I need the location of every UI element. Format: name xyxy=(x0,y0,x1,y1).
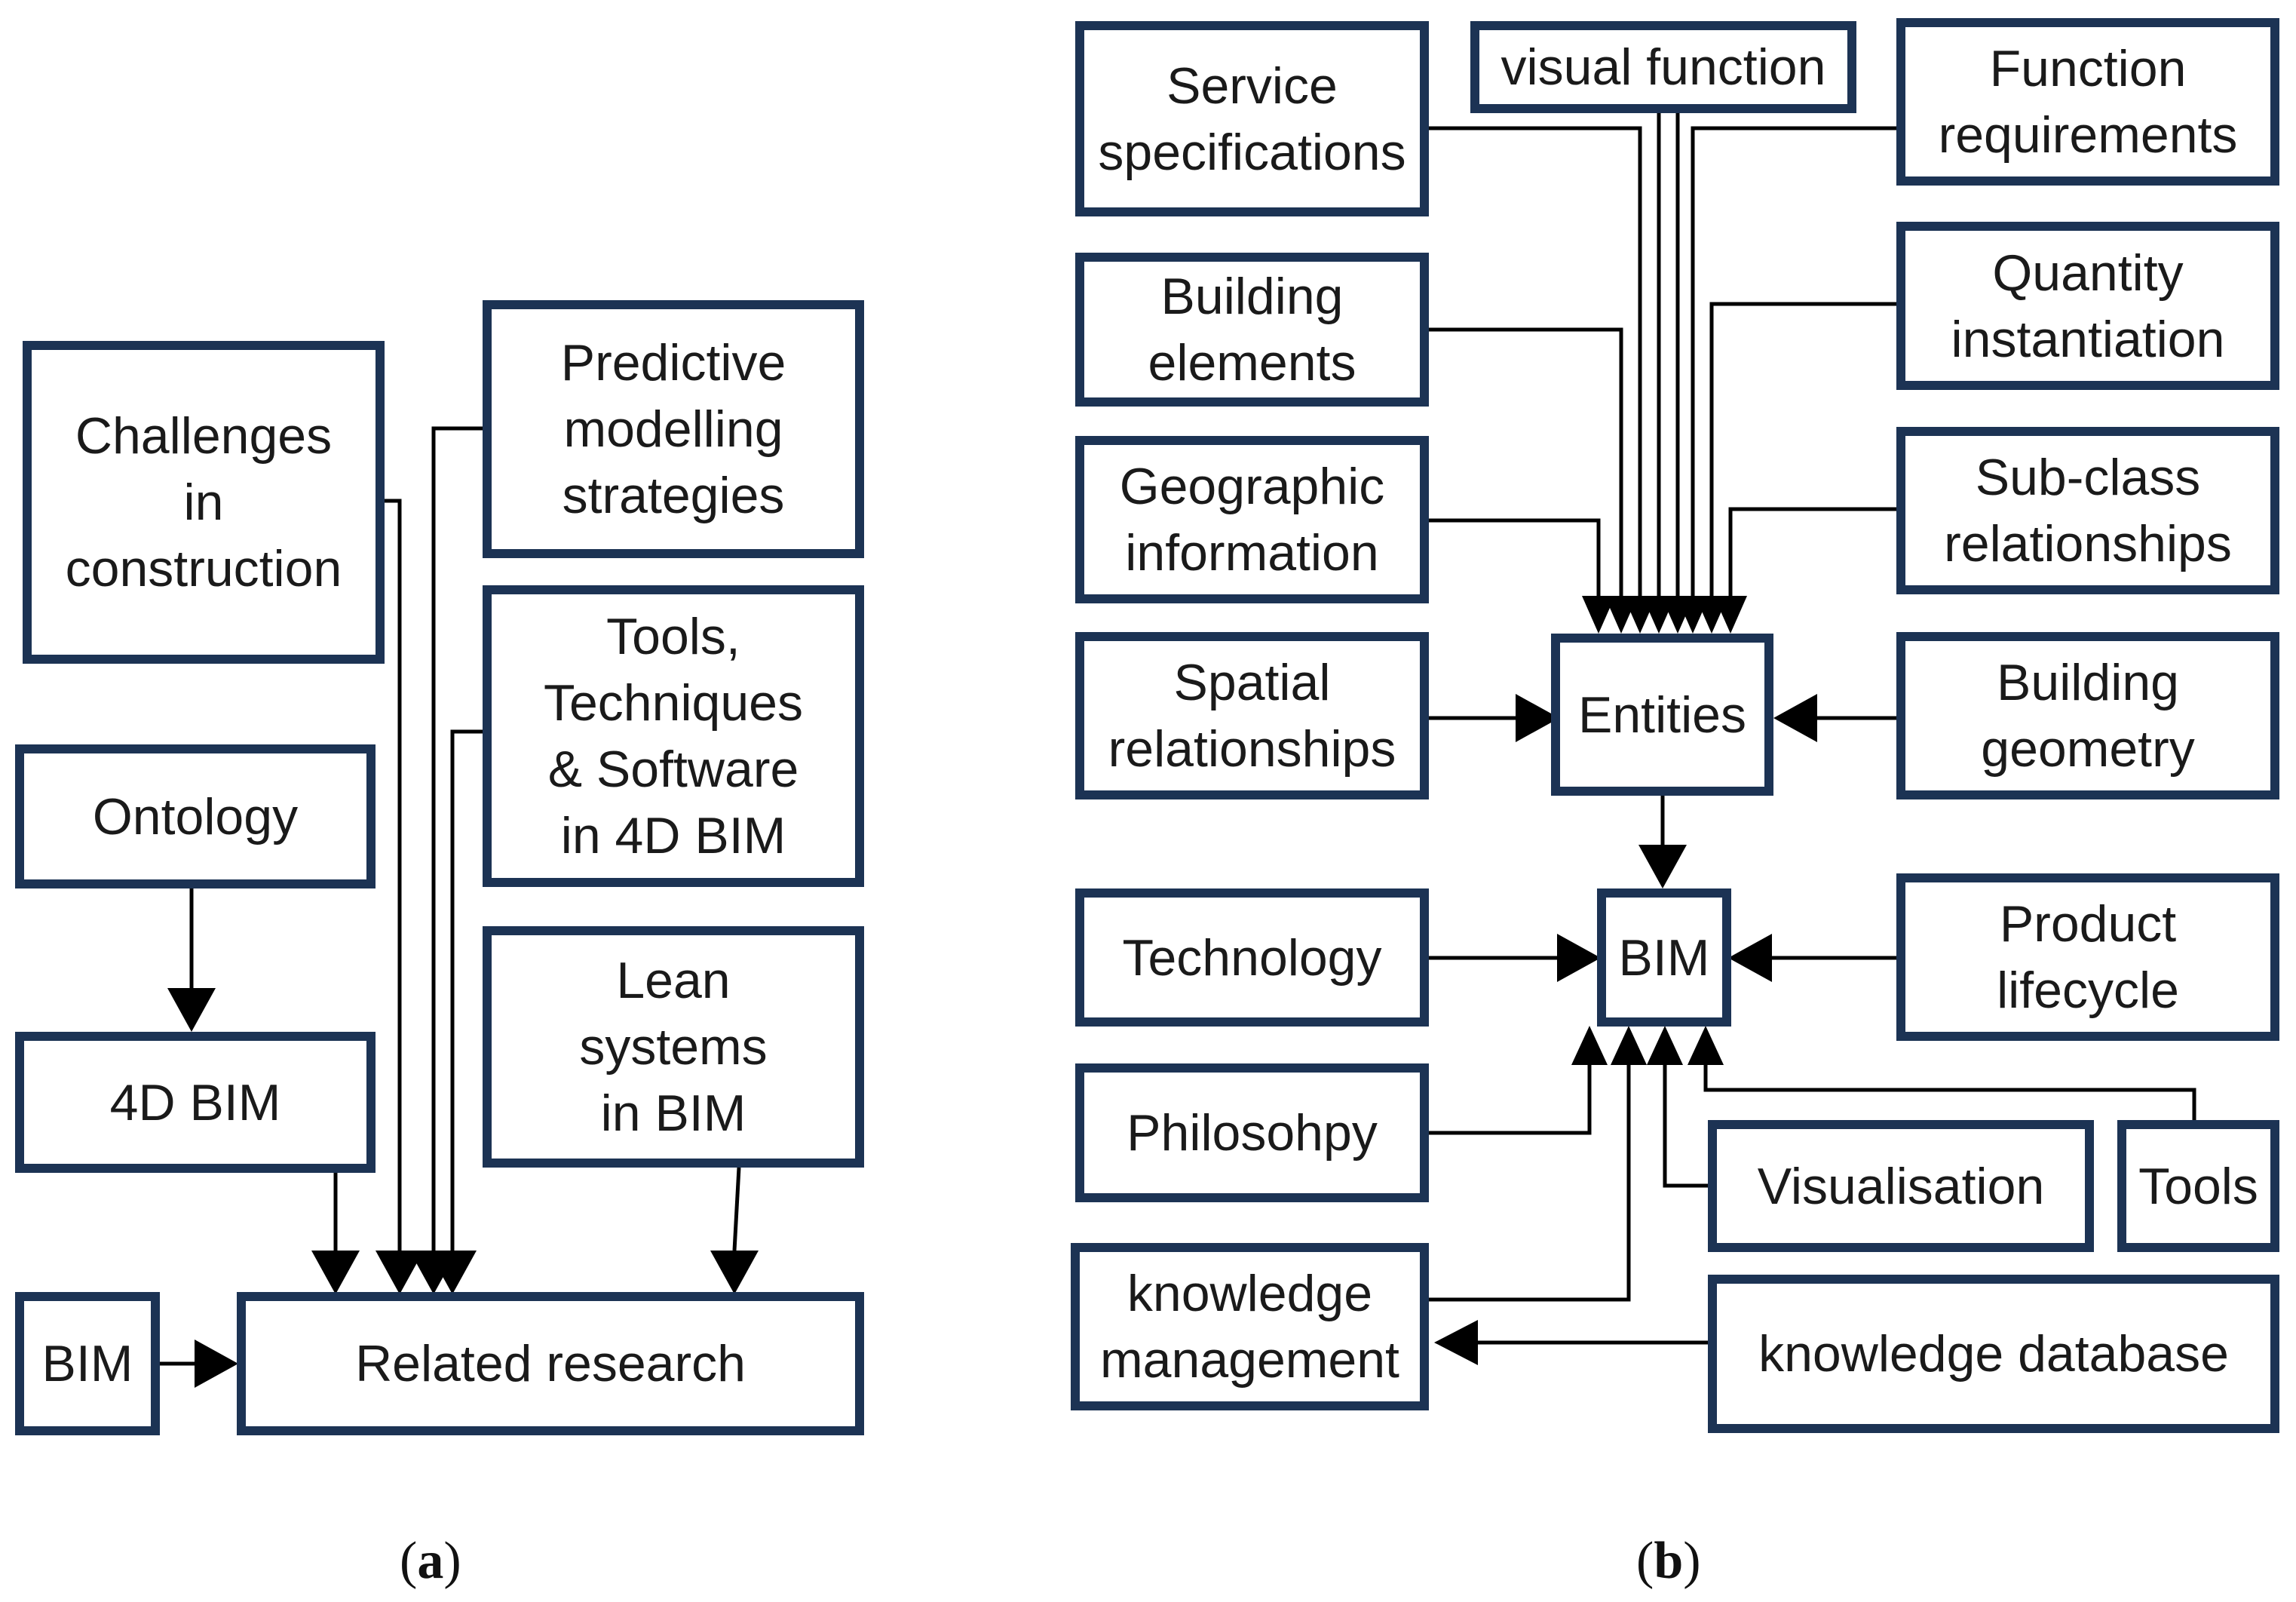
connector-geographic-entities xyxy=(1429,518,1601,596)
caption-a: (a) xyxy=(400,1532,461,1590)
box-ontology: Ontology xyxy=(15,744,376,888)
box-building-geometry: Building geometry xyxy=(1896,632,2279,799)
box-predictive-modelling: Predictive modelling strategies xyxy=(483,300,864,558)
box-building-elements: Building elements xyxy=(1075,253,1429,407)
connector-quantity-entities xyxy=(1709,302,1896,596)
box-4d-bim: 4D BIM xyxy=(15,1032,376,1173)
connector-tools-bim xyxy=(1703,1065,2196,1120)
box-function-requirements: Function requirements xyxy=(1896,18,2279,186)
connector-elements-entities xyxy=(1429,327,1623,596)
arrowhead-entities-left xyxy=(1516,694,1559,742)
box-bim-a: BIM xyxy=(15,1292,160,1435)
connector-function-entities xyxy=(1691,126,1896,596)
arrowhead-entities-right xyxy=(1773,694,1817,742)
caption-b-letter: b xyxy=(1654,1532,1684,1590)
connector-challenges-related xyxy=(380,499,402,1251)
arrowhead-related-1 xyxy=(311,1251,360,1294)
box-related-research: Related research xyxy=(237,1292,864,1435)
connector-service-entities xyxy=(1429,126,1642,596)
arrowhead-km xyxy=(1434,1320,1478,1365)
arrowhead-bim-right xyxy=(1728,934,1772,982)
arrowhead-bim-left xyxy=(1557,934,1601,982)
box-challenges-in-construction: Challenges in construction xyxy=(23,341,385,664)
box-entities: Entities xyxy=(1551,634,1773,796)
box-geographic-information: Geographic information xyxy=(1075,436,1429,603)
connector-visualisation-bim xyxy=(1663,1065,1708,1188)
box-bim-b: BIM xyxy=(1597,888,1731,1027)
connector-subclass-entities xyxy=(1728,507,1896,596)
box-product-lifecycle: Product lifecycle xyxy=(1896,873,2279,1041)
connector-philosophy-bim xyxy=(1429,1065,1592,1135)
caption-b: (b) xyxy=(1636,1532,1701,1590)
box-visualisation: Visualisation xyxy=(1708,1120,2094,1252)
box-subclass-relationships: Sub-class relationships xyxy=(1896,427,2279,594)
arrowhead-4dbim xyxy=(167,988,216,1032)
arrowhead-entities-1 xyxy=(1582,596,1615,634)
arrowhead-bim-bottom-3 xyxy=(1647,1026,1683,1065)
arrowhead-related-2 xyxy=(376,1251,424,1294)
connector-tools-related xyxy=(450,729,483,1251)
arrowhead-bim-top xyxy=(1638,845,1687,888)
connector-lean-related xyxy=(732,1167,741,1251)
box-tools-techniques: Tools, Techniques & Software in 4D BIM xyxy=(483,585,864,887)
box-spatial-relationships: Spatial relationships xyxy=(1075,632,1429,799)
arrowhead-bim-bottom-2 xyxy=(1611,1026,1647,1065)
arrowhead-bim-bottom-1 xyxy=(1571,1026,1608,1065)
arrowhead-entities-8 xyxy=(1714,596,1747,634)
box-knowledge-management: knowledge management xyxy=(1071,1243,1429,1410)
box-philosophy: Philosohpy xyxy=(1075,1063,1429,1202)
box-quantity-instantiation: Quantity instantiation xyxy=(1896,222,2279,390)
arrowhead-related-4 xyxy=(428,1251,477,1294)
connector-predictive-related xyxy=(431,426,483,1251)
box-service-specifications: Service specifications xyxy=(1075,21,1429,216)
arrowhead-bim-bottom-4 xyxy=(1688,1026,1724,1065)
arrowhead-related-bim xyxy=(195,1340,238,1388)
box-tools-b: Tools xyxy=(2117,1120,2279,1252)
box-visual-function: visual function xyxy=(1470,21,1856,113)
box-lean-systems: Lean systems in BIM xyxy=(483,926,864,1168)
caption-a-letter: a xyxy=(417,1532,444,1590)
connector-km-bim xyxy=(1429,1065,1631,1302)
arrowhead-related-5 xyxy=(710,1251,759,1294)
box-knowledge-database: knowledge database xyxy=(1708,1275,2279,1433)
box-technology: Technology xyxy=(1075,888,1429,1027)
